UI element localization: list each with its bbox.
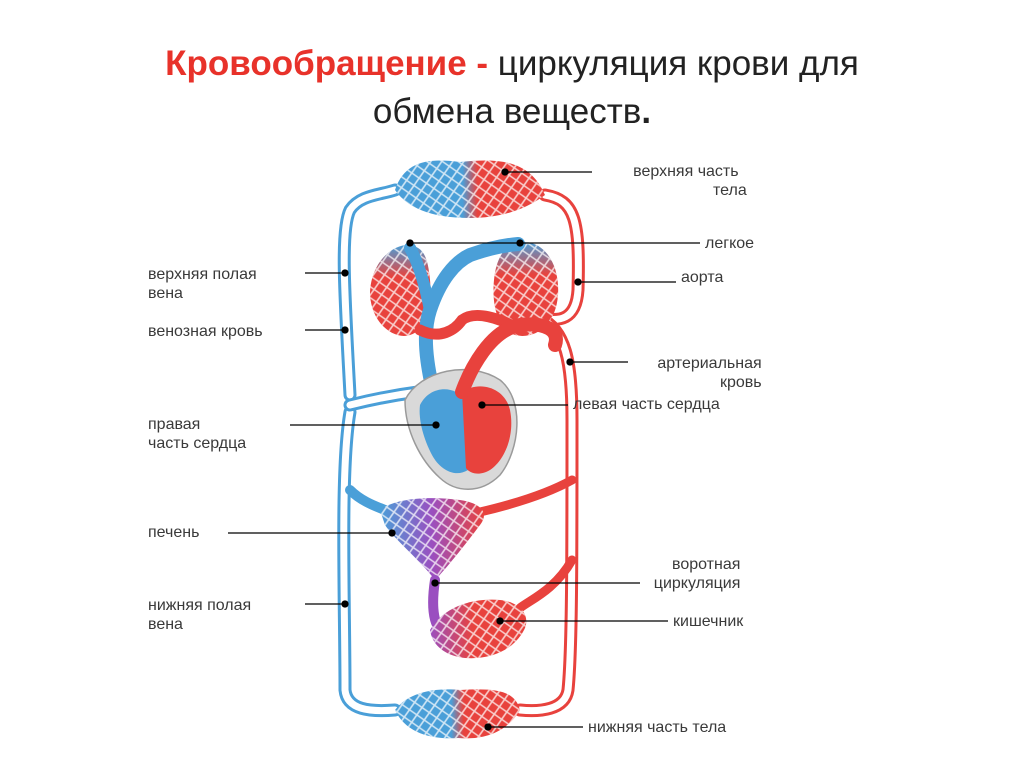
label-superior-vena-cava: верхняя полая вена [148,266,257,302]
heart [404,317,563,490]
title-dot: . [641,92,652,131]
left-heart-chamber [462,386,512,474]
title-accent: Кровообращение - [165,44,489,83]
label-aorta: аорта [681,269,724,286]
label-venous-blood: венозная кровь [148,323,263,340]
label-upper-body: верхняя часть тела [633,163,747,199]
label-arterial-blood: артериальная кровь [657,355,762,391]
hepatic-artery [475,475,577,517]
descending-artery-vessel [513,311,579,718]
title-line2: обмена веществ. [0,88,1024,136]
hepatic-vessel [345,485,390,515]
inferior-vena-cava-vessel [337,405,402,718]
pulmonary-vein [414,309,526,340]
label-lung: легкое [705,235,755,252]
right-heart-chamber [419,389,468,474]
label-left-heart: левая часть сердца [573,396,720,413]
pulmonary-artery [418,237,525,427]
page-title: Кровообращение - циркуляция крови для об… [0,40,1024,136]
label-intestine: кишечник [673,613,744,630]
title-rest: циркуляция крови для [497,44,859,83]
intestine-artery [515,555,577,613]
title-line2-text: обмена веществ [372,92,642,131]
label-lower-body: нижняя часть тела [588,719,727,736]
label-portal-circulation: воротная циркуляция [653,556,741,592]
label-inferior-vena-cava: нижняя полая вена [148,597,252,633]
label-liver: печень [148,524,200,541]
label-right-heart: правая часть сердца [148,416,247,452]
